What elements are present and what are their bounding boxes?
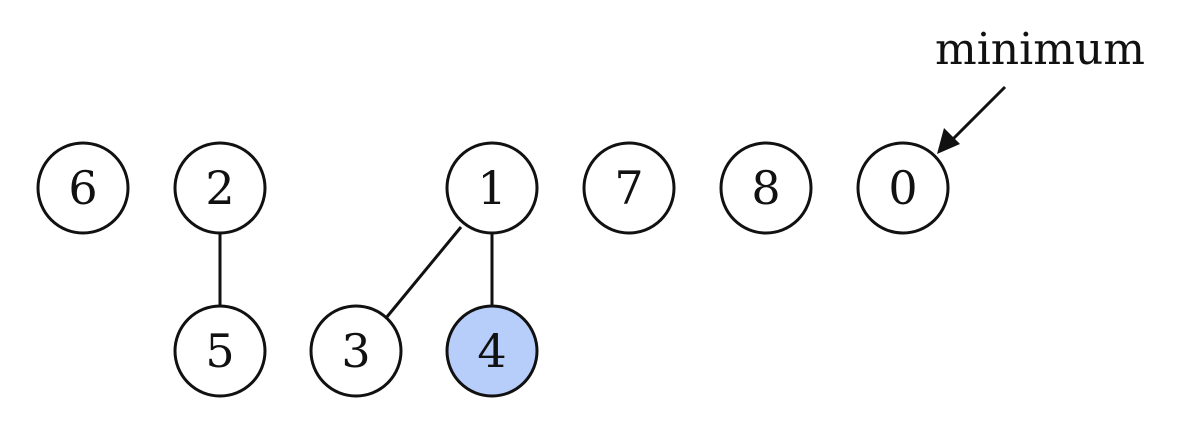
node-3-label: 3 — [341, 324, 370, 378]
node-0-circle — [856, 141, 950, 235]
node-5: 5 — [173, 304, 267, 398]
edge-1-3 — [384, 226, 463, 319]
minimum-annotation: minimum — [935, 24, 1145, 154]
minimum-label: minimum — [935, 24, 1145, 75]
node-8-label: 8 — [751, 161, 780, 215]
minimum-arrow-head — [937, 128, 960, 154]
node-4-circle — [445, 304, 539, 398]
node-4: 4 — [445, 304, 539, 398]
node-6: 6 — [36, 141, 130, 235]
node-3-circle — [309, 304, 403, 398]
node-6-label: 6 — [68, 161, 97, 215]
node-3: 3 — [309, 304, 403, 398]
node-2: 2 — [173, 141, 267, 235]
node-7-circle — [582, 141, 676, 235]
node-1-circle — [445, 141, 539, 235]
node-7: 7 — [582, 141, 676, 235]
node-2-circle — [173, 141, 267, 235]
node-8-circle — [719, 141, 813, 235]
node-4-label: 4 — [477, 324, 506, 378]
node-0-label: 0 — [888, 161, 917, 215]
node-1: 1 — [445, 141, 539, 235]
node-5-label: 5 — [205, 324, 234, 378]
node-8: 8 — [719, 141, 813, 235]
node-5-circle — [173, 304, 267, 398]
node-7-label: 7 — [614, 161, 643, 215]
node-1-label: 1 — [477, 161, 506, 215]
minimum-arrow-line — [950, 85, 1007, 142]
node-2-label: 2 — [205, 161, 234, 215]
node-0: 0 — [856, 141, 950, 235]
node-6-circle — [36, 141, 130, 235]
